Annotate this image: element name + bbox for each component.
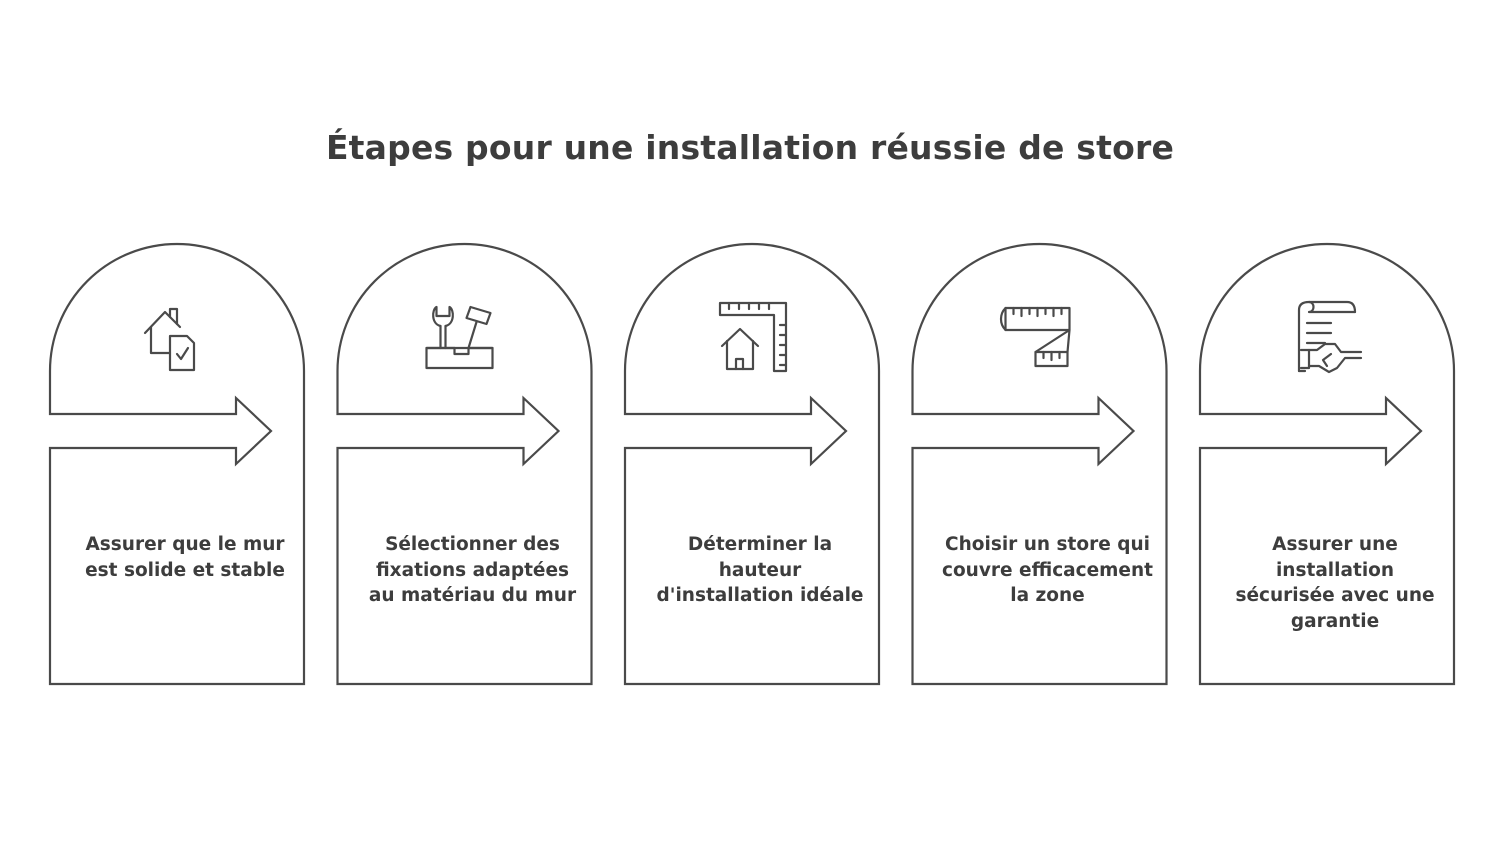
step-2 (336, 242, 593, 686)
step-4 (911, 242, 1168, 686)
ruler-house-icon (718, 301, 788, 373)
step-1 (48, 242, 306, 686)
step-arch-arrow-shape (623, 242, 881, 686)
step-5 (1198, 242, 1456, 686)
house-check-icon (143, 307, 196, 372)
measuring-tape-icon (999, 306, 1071, 368)
step-3-text: Déterminer la hauteur d'installation idé… (656, 534, 864, 606)
step-arch-arrow-shape (48, 242, 306, 686)
step-arch-arrow-shape (1198, 242, 1456, 686)
toolbox-icon (425, 305, 494, 370)
contract-handshake-icon (1297, 300, 1363, 374)
step-arch-arrow-shape (911, 242, 1168, 686)
diagram-title: Étapes pour une installation réussie de … (325, 128, 1175, 167)
step-1-text: Assurer que le mur est solide et stable (85, 534, 285, 581)
step-3 (623, 242, 881, 686)
step-4-text: Choisir un store qui couvre efficacement… (942, 534, 1153, 606)
step-5-text: Assurer une installation sécurisée avec … (1235, 534, 1435, 632)
step-arch-arrow-shape (336, 242, 593, 686)
step-2-text: Sélectionner des fixations adaptées au m… (368, 534, 577, 606)
